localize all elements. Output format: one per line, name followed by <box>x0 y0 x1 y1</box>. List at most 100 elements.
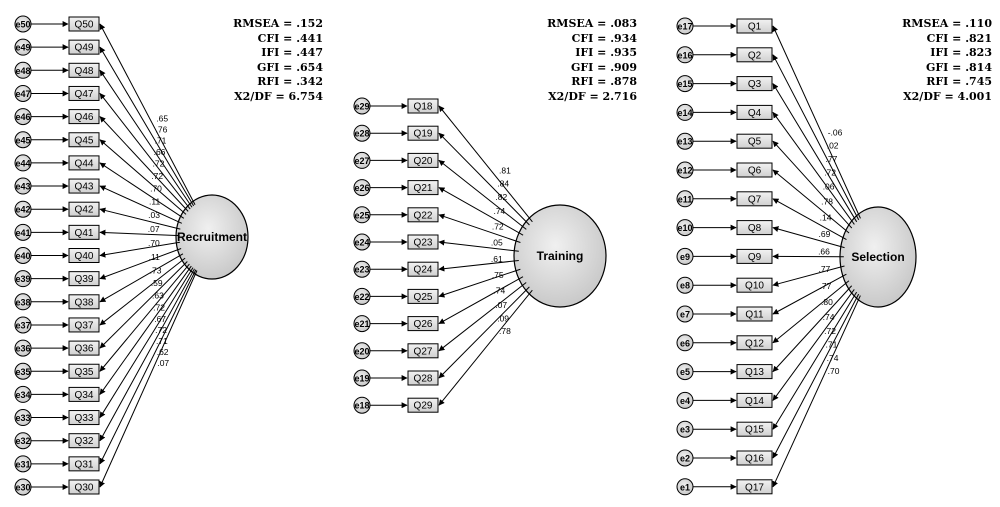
item-box <box>736 421 773 437</box>
loading-value: .07 <box>157 358 169 368</box>
loading-value: .66 <box>818 247 830 257</box>
loading-arrow <box>99 69 193 208</box>
fit-line: GFI = .814 <box>925 60 992 74</box>
item-box <box>736 277 773 293</box>
item-label: Q30 <box>75 483 94 494</box>
item-box <box>736 220 773 236</box>
item-box <box>407 343 439 359</box>
loading-arrow <box>772 226 845 249</box>
item-box <box>407 261 439 277</box>
item-box <box>68 248 100 263</box>
error-term-label: e2 <box>680 454 690 464</box>
item-box <box>68 201 100 217</box>
item-label: Q18 <box>414 102 433 113</box>
error-term-label: e44 <box>15 158 30 168</box>
item-label: Q45 <box>75 135 94 146</box>
loading-arrow <box>772 198 847 240</box>
loading-value: -.06 <box>828 128 843 138</box>
error-term-label: e27 <box>354 156 369 166</box>
loading-value: .70 <box>828 366 840 376</box>
loading-value: .74 <box>823 312 835 322</box>
item-label: Q6 <box>748 166 762 177</box>
error-term-label: e23 <box>354 265 369 275</box>
item-label: Q37 <box>75 320 94 331</box>
item-box <box>736 47 773 63</box>
error-term-label: e1 <box>680 482 690 492</box>
loading-arrow <box>438 160 527 230</box>
error-term-label: e49 <box>15 43 30 53</box>
error-term-label: e38 <box>15 297 30 307</box>
error-term-label: e16 <box>677 50 692 60</box>
latent-factor-label: Recruitment <box>177 230 247 244</box>
loading-arrow <box>438 213 521 243</box>
loading-arrow <box>99 270 198 488</box>
error-term-label: e29 <box>354 102 369 112</box>
loading-arrow <box>772 289 855 401</box>
item-label: Q25 <box>414 292 433 303</box>
fit-line: X2/DF = 6.754 <box>234 89 323 103</box>
fit-line: IFI = .447 <box>261 46 323 59</box>
error-term-label: e50 <box>15 20 30 30</box>
error-term-label: e47 <box>15 89 30 99</box>
latent-factor-label: Training <box>537 249 584 263</box>
loading-arrow <box>438 276 524 325</box>
error-term-label: e10 <box>677 223 692 233</box>
error-term-label: e13 <box>677 137 692 147</box>
item-label: Q34 <box>75 390 94 401</box>
item-label: Q16 <box>745 454 764 465</box>
error-term-label: e24 <box>354 238 369 248</box>
loading-arrow <box>438 239 519 252</box>
loading-arrow <box>772 25 861 219</box>
item-label: Q19 <box>414 129 433 140</box>
loading-value: .74 <box>493 285 505 295</box>
error-term-label: e17 <box>677 22 692 32</box>
item-label: Q21 <box>414 183 433 194</box>
fit-indices-recruitment: RMSEA = .152 CFI = .441 IFI = .447 GFI =… <box>203 17 323 104</box>
fit-line: IFI = .935 <box>575 46 637 59</box>
item-label: Q28 <box>414 374 433 385</box>
loading-arrow <box>772 273 847 315</box>
error-term-label: e30 <box>15 483 30 493</box>
fit-line: CFI = .934 <box>571 31 637 45</box>
error-term-label: e36 <box>15 344 30 354</box>
loading-value: .72 <box>153 302 165 312</box>
loading-arrow <box>438 286 530 379</box>
item-box <box>736 104 773 120</box>
item-box <box>736 364 773 380</box>
item-label: Q12 <box>745 338 764 349</box>
loading-arrow <box>438 187 524 236</box>
error-term-label: e9 <box>680 252 690 262</box>
item-box <box>407 397 439 413</box>
error-term-label: e45 <box>15 135 30 145</box>
loading-arrow <box>438 268 521 298</box>
error-term-label: e7 <box>680 310 690 320</box>
error-term-label: e43 <box>15 182 30 192</box>
error-term-label: e5 <box>680 367 690 377</box>
item-label: Q40 <box>75 251 94 262</box>
item-box <box>736 162 773 178</box>
fit-line: RFI = .342 <box>257 75 323 88</box>
item-box <box>68 340 100 356</box>
item-label: Q44 <box>75 158 94 169</box>
error-term-label: e15 <box>677 79 692 89</box>
loading-value: .03 <box>148 210 160 220</box>
loading-value: .72 <box>824 167 836 177</box>
item-label: Q8 <box>748 223 762 234</box>
loading-arrow <box>99 269 197 465</box>
loading-value: .09 <box>497 313 509 323</box>
loading-value: .77 <box>818 264 830 274</box>
error-term-label: e8 <box>680 281 690 291</box>
loading-arrow <box>772 169 850 234</box>
loading-value: .78 <box>499 326 511 336</box>
loading-arrow <box>772 285 853 373</box>
loading-value: .73 <box>150 265 162 275</box>
loading-arrow <box>438 259 519 272</box>
item-label: Q48 <box>75 66 94 77</box>
item-label: Q24 <box>414 265 433 276</box>
error-term-label: e21 <box>354 319 369 329</box>
loading-arrow <box>772 83 858 223</box>
error-term-label: e39 <box>15 274 30 284</box>
fit-line: RFI = .878 <box>571 75 637 88</box>
error-term-label: e4 <box>680 396 690 406</box>
